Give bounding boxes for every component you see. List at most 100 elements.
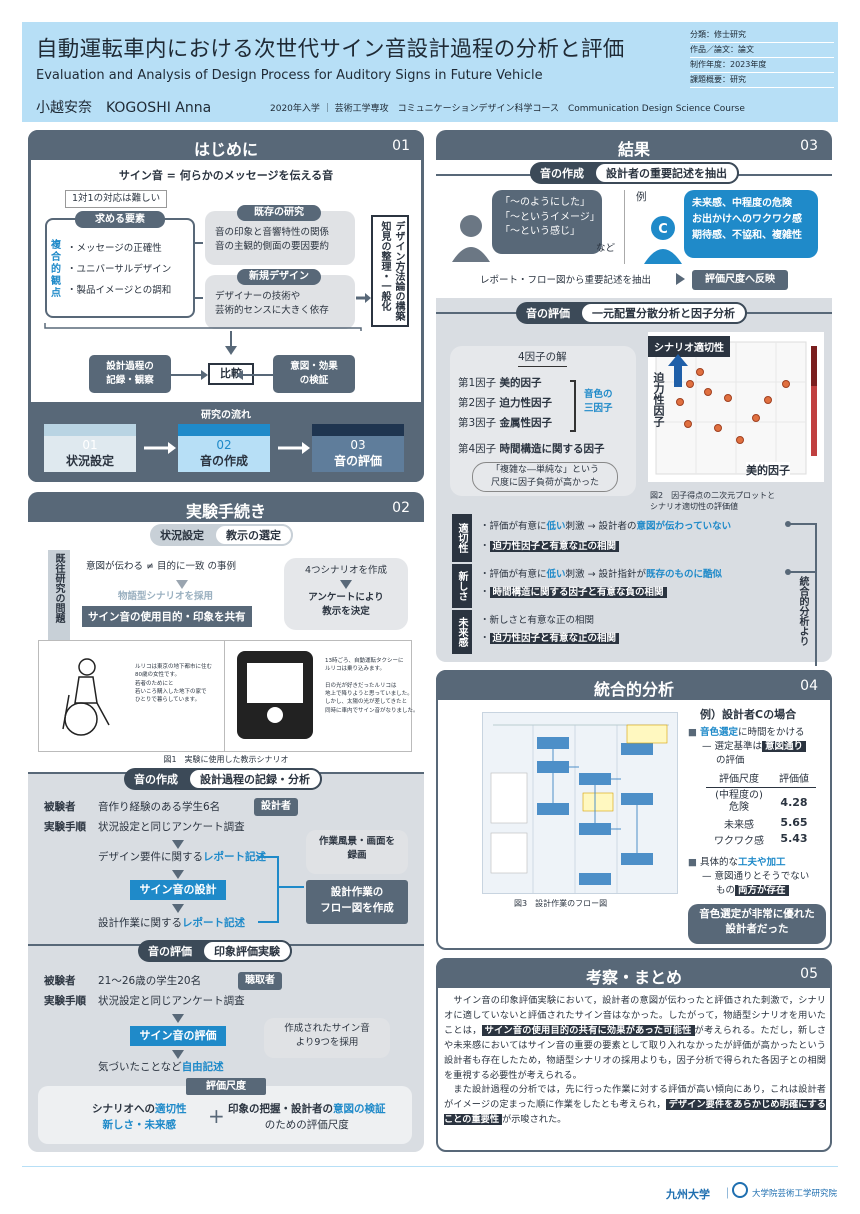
record-box: 設計過程の 記録・観察 — [89, 355, 171, 393]
procedure-label: 実験手順 — [44, 821, 86, 833]
scale-box: 評価尺度 シナリオへの適切性新しさ・未来感 + 印象の把握・設計者の意図の検証の… — [38, 1078, 412, 1144]
scenario-line: 物語型シナリオを採用 — [118, 591, 214, 602]
research-flow: 研究の流れ 01 状況設定 02 音の作成 03 音の評価 — [28, 402, 424, 482]
conclusion-box: 音色選定が非常に優れた 設計者だった — [688, 904, 826, 944]
plot-ylabel: 迫力性因子 — [652, 372, 665, 427]
result-text: 低い — [546, 521, 566, 532]
subject-value: 21〜26歳の学生20名 — [98, 975, 202, 987]
step-highlight: レポート記述 — [182, 917, 245, 929]
section-number: 02 — [392, 500, 410, 516]
step-text: デザイン要件に関する — [98, 851, 203, 863]
result-text: 意図が伝わっていない — [636, 521, 732, 532]
paragraph-2: また設計過程の分析では，先に行った作業に対する評価が高い傾向にあり，これは設計者… — [444, 1083, 826, 1128]
req-item: ・製品イメージとの調和 — [67, 284, 172, 296]
case-sub: — 選定基準は意図通り — [702, 740, 807, 754]
result-line: ・評価が有意に低い刺激 → 設計指針が既存のものに酷似 — [480, 569, 723, 580]
result-tag: 未来感 — [452, 610, 472, 654]
result-highlight: 迫力性因子と有意な正の相関 — [489, 541, 620, 552]
plot-point — [752, 414, 760, 422]
meta-item: 課題概要：研究 — [690, 73, 834, 88]
scale-text: 適切性 — [155, 1103, 187, 1115]
eval-step: サイン音の評価 — [130, 1026, 226, 1046]
factor-title: 4因子の解 — [518, 350, 567, 367]
lab-emblem-icon — [732, 1182, 748, 1198]
listener-tag: 聴取者 — [238, 972, 282, 990]
result-line: ・時間構造に関する因子と有意な負の相関 — [480, 586, 667, 600]
case-title: 例）設計者Cの場合 — [700, 708, 797, 721]
section-number: 03 — [800, 138, 818, 154]
case-point-1: ■ 音色選定に時間をかける — [688, 727, 805, 738]
pill-b: 設計者の重要記述を抽出 — [594, 162, 739, 184]
section-integrated: 統合的分析 04 図3 設計作業のフロー図 例）設計者Cの場合 ■ 音色選定に時… — [436, 670, 832, 950]
section-title: 考察・まとめ — [585, 968, 682, 987]
table-cell: (中程度の) 危険 — [715, 790, 763, 813]
designer-tag: 設計者 — [254, 798, 298, 816]
subject-value: 音作り経験のある学生6名 — [98, 801, 221, 813]
record-screen: 作業風景・画面を 録画 — [306, 830, 408, 874]
result-line: ・迫力性因子と有意な正の相関 — [480, 632, 620, 646]
req-title: 求める要素 — [75, 211, 165, 228]
point-text: 具体的な — [700, 857, 739, 868]
table-cell: 5.65 — [780, 816, 808, 829]
pill-setting: 状況設定教示の選定 — [150, 524, 293, 546]
section-header: はじめに 01 — [28, 130, 424, 160]
meta-item: 分類：修士研究 — [690, 28, 834, 43]
table-cell: 4.28 — [780, 795, 808, 809]
figure1: ルリコは東京の地下都市に住む 80歳の女性です。 若者のためにと 若いころ購入し… — [38, 640, 419, 752]
flow-label: 音の作成 — [199, 454, 248, 468]
result-line: ・評価が有意に低い刺激 → 設計者の意図が伝わっていない — [480, 521, 732, 532]
plot-point — [724, 394, 732, 402]
table-cell: 未来感 — [724, 820, 754, 831]
req-items: ・メッセージの正確性・ユニバーサルデザイン・製品イメージとの調和 — [67, 242, 171, 297]
flow-num: 03 — [350, 438, 366, 452]
flow-label: 音の評価 — [333, 454, 382, 468]
factor-name: 時間構造に関する因子 — [499, 443, 605, 455]
point-text: — 意図通りとそうでない — [702, 871, 810, 882]
flow-step-3: 03 音の評価 — [312, 424, 404, 472]
speech-bubble-2: 未来感、中程度の危険 お出かけへのワクワク感 期待感、不協和、複雑性 — [684, 190, 818, 258]
result-text: 低い — [546, 569, 566, 580]
section-title: 実験手続き — [185, 502, 266, 521]
story-text: 13時ごろ、自動運転タクシーに ルリコは乗り込みます。 日の光が好きだったルリコ… — [325, 658, 419, 714]
story-right: 13時ごろ、自動運転タクシーに ルリコは乗り込みます。 日の光が好きだったルリコ… — [229, 641, 419, 751]
plot-point — [696, 368, 704, 376]
scale-text: シナリオへの — [92, 1103, 155, 1115]
pill-create: 音の作成設計者の重要記述を抽出 — [530, 162, 739, 184]
subject-label: 被験者 — [44, 801, 76, 813]
step-text: 気づいたことなど — [98, 1061, 182, 1073]
intro-connectors — [44, 242, 371, 355]
down-arrow — [172, 840, 184, 849]
person-c-icon: C — [644, 216, 682, 264]
factor4-note: 「複雑な―単純な」という 尺度に因子負荷が高かった — [472, 462, 618, 492]
flowchart — [482, 712, 678, 894]
factor-num: 第4因子 — [458, 443, 497, 455]
story-left: ルリコは東京の地下都市に住む 80歳の女性です。 若者のためにと 若いころ購入し… — [39, 641, 225, 751]
pill-eval: 音の評価印象評価実験 — [138, 940, 292, 962]
flow-label: 状況設定 — [65, 454, 114, 468]
section-title: はじめに — [193, 140, 258, 159]
prior-text: 音の印象と音響特性の関係 音の主観的側面の要因要約 — [215, 227, 330, 252]
factor-row: 第1因子 美的因子 — [458, 376, 542, 392]
figure3-caption: 図3 設計作業のフロー図 — [514, 899, 608, 908]
plus-sign: + — [208, 1104, 225, 1128]
result-highlight: 迫力性因子と有意な正の相関 — [489, 633, 620, 644]
result-text: 新しさと有意な正の相関 — [489, 615, 595, 626]
section-number: 04 — [800, 678, 818, 694]
factor-name: 金属性因子 — [499, 417, 553, 429]
plot-point — [684, 420, 692, 428]
down-arrow — [172, 1014, 184, 1023]
problem-line: 意図が伝わる ≠ 目的に一致 の事例 — [86, 561, 237, 572]
result-text: 評価が有意に — [489, 569, 547, 580]
down-arrow — [172, 870, 184, 879]
pill-b: 一元配置分散分析と因子分析 — [580, 302, 747, 324]
flow-step-2: 02 音の作成 — [178, 424, 270, 472]
up-arrow — [668, 354, 688, 366]
section-intro: はじめに 01 サイン音 = 何らかのメッセージを伝える音 1対1の対応は難しい… — [28, 130, 424, 482]
flowchart-create: 設計作業の フロー図を作成 — [306, 880, 408, 924]
title-en: Evaluation and Analysis of Design Proces… — [36, 68, 543, 83]
procedure-step: 状況設定と同じアンケート調査 — [98, 995, 245, 1007]
taxi-illustration — [237, 651, 313, 739]
person-icon — [452, 215, 490, 262]
result-tag: 適切性 — [452, 514, 472, 562]
